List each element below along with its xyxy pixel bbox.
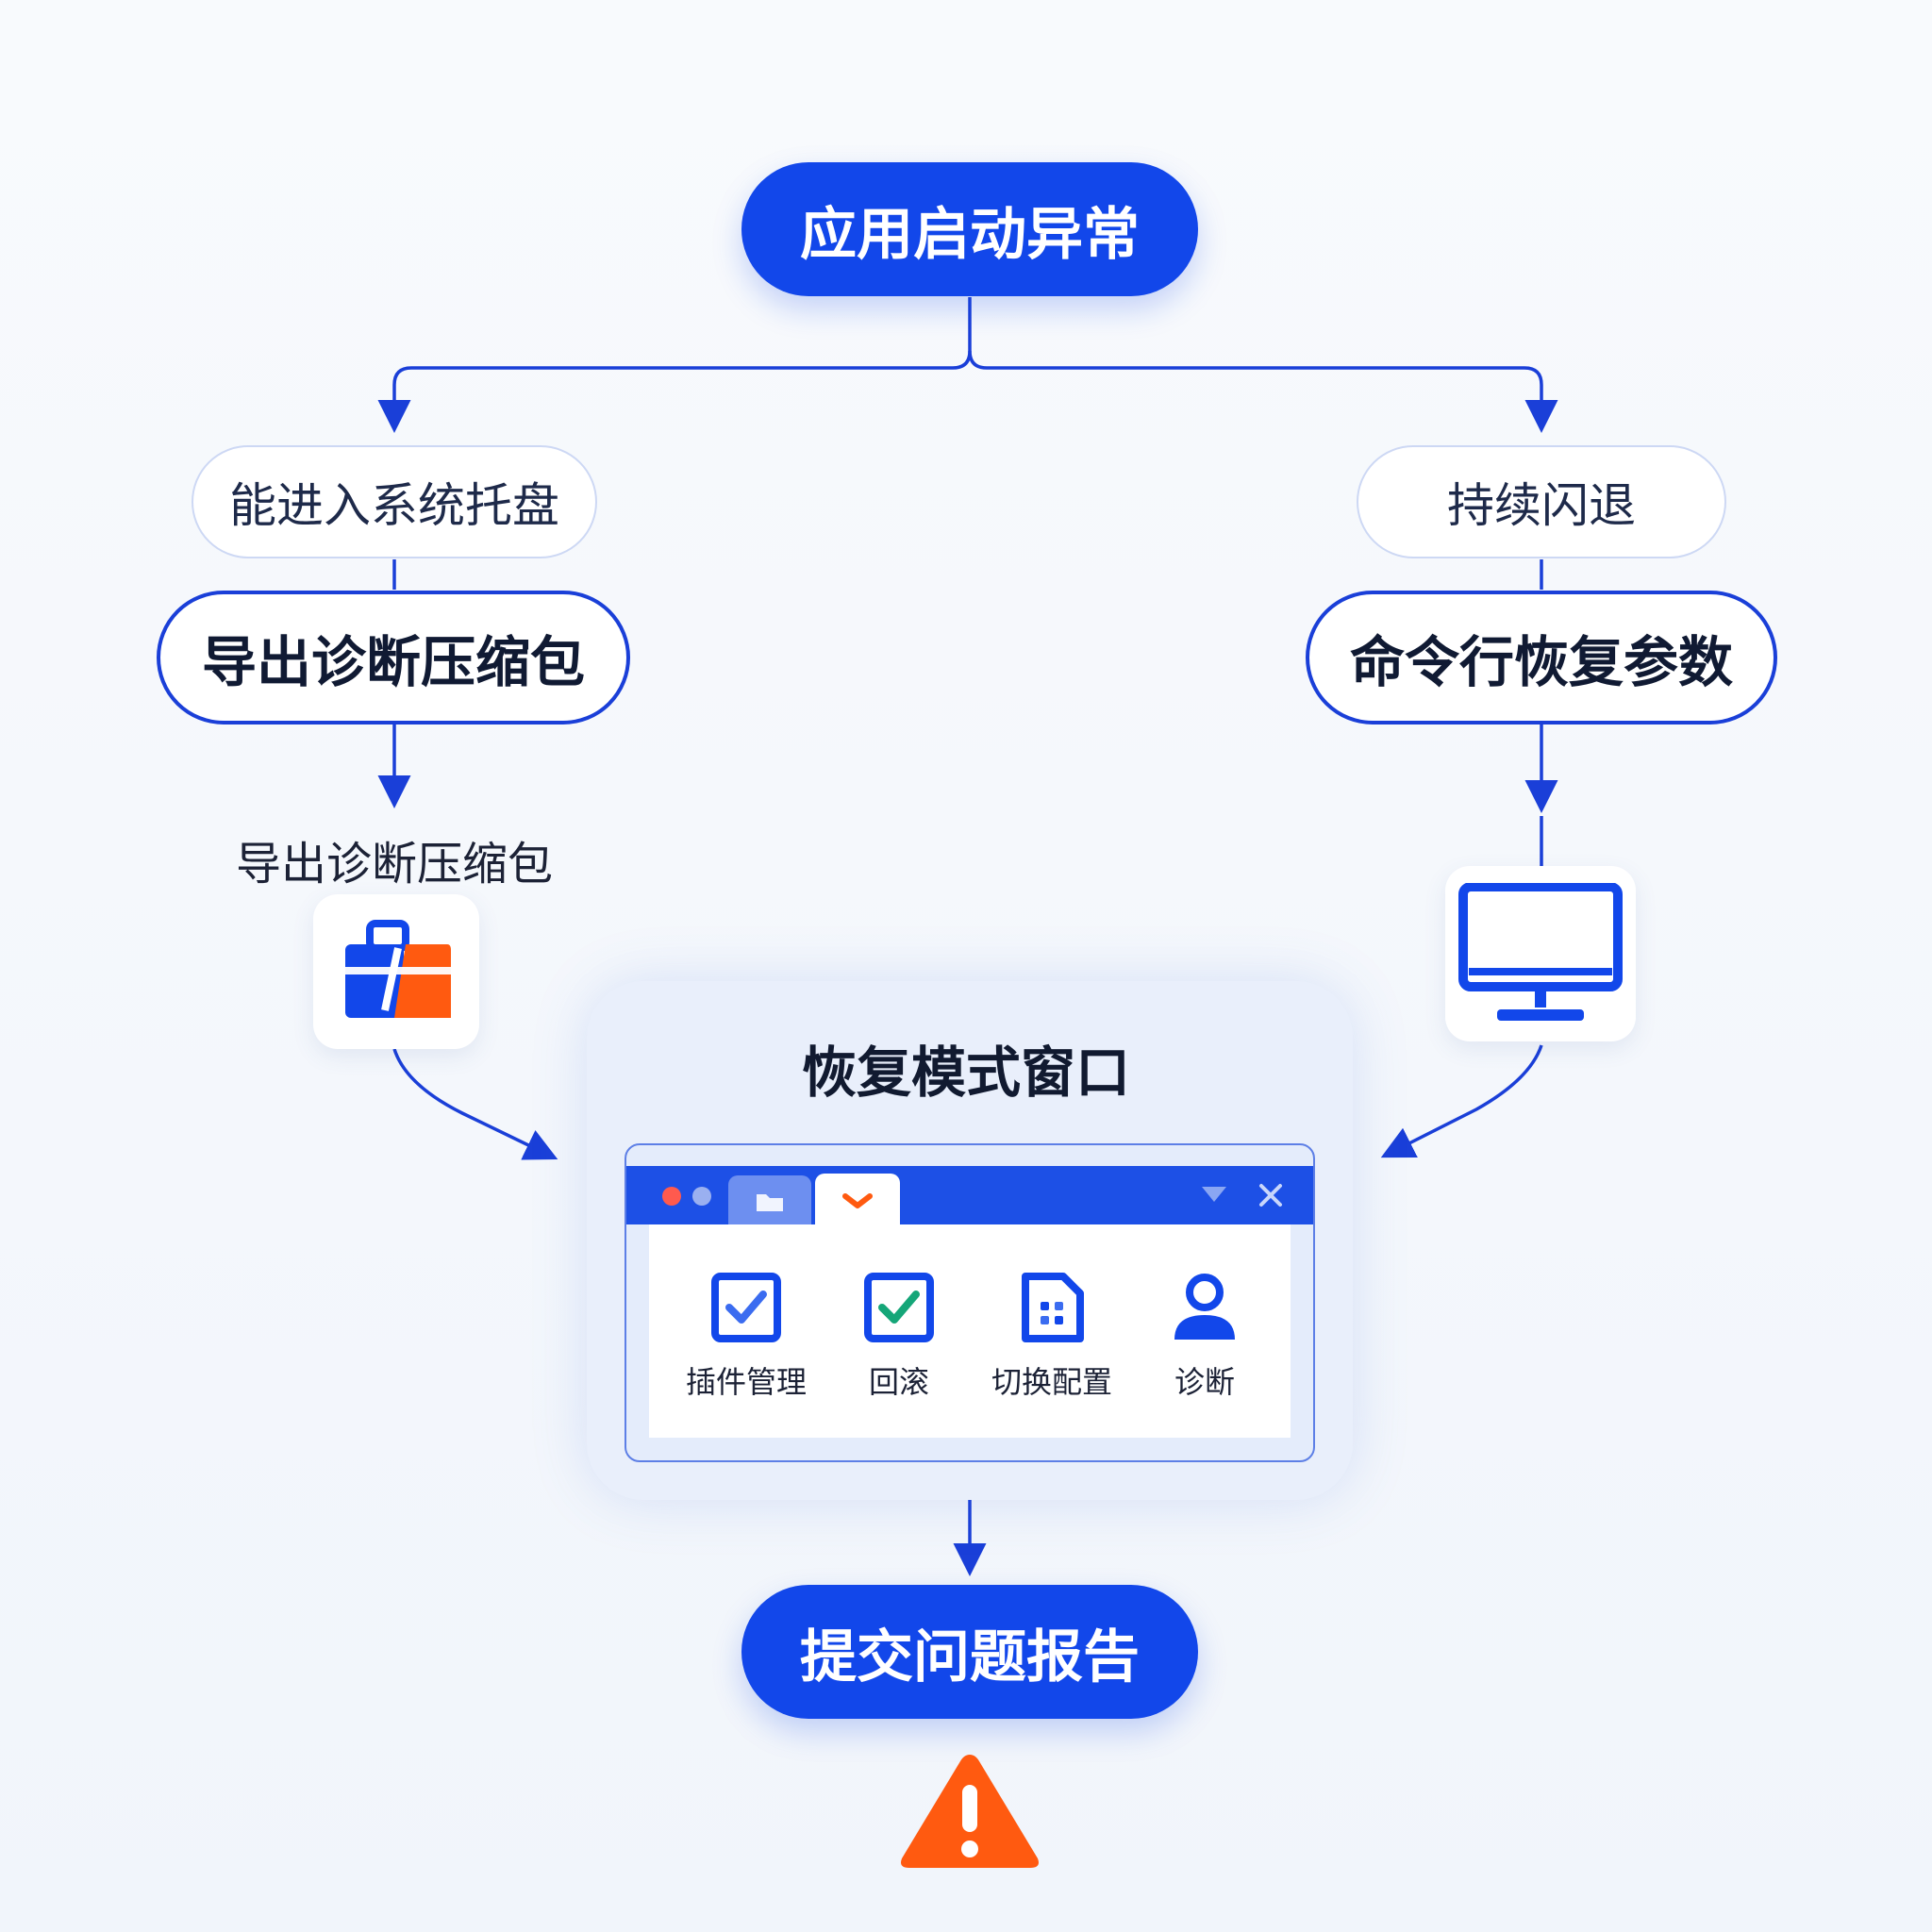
window-close-dot[interactable] <box>662 1187 681 1206</box>
connector-left-tile <box>392 1048 558 1160</box>
user-icon <box>1174 1274 1235 1340</box>
checkbox-icon <box>711 1273 781 1342</box>
recovery-panel-title: 恢复模式窗口 <box>801 1041 1130 1105</box>
tool-label: 回滚 <box>868 1364 929 1400</box>
connector-right-tile <box>1380 1044 1543 1158</box>
left-step-node: 导出诊断压缩包 <box>157 591 630 724</box>
window-content: 插件管理 回滚 切换配置 诊断 <box>649 1224 1291 1438</box>
window-tab-2[interactable] <box>815 1174 900 1226</box>
right-step-node: 命令行恢复参数 <box>1306 591 1777 724</box>
dropdown-icon[interactable] <box>1200 1183 1228 1208</box>
left-branch-node: 能进入系统托盘 <box>192 445 597 558</box>
left-caption: 导出诊断压缩包 <box>235 838 553 891</box>
start-node: 应用启动异常 <box>741 162 1198 296</box>
tool-label: 切换配置 <box>991 1364 1112 1400</box>
tool-plugin-manager[interactable]: 插件管理 <box>675 1272 817 1402</box>
tool-rollback[interactable]: 回滚 <box>828 1272 970 1402</box>
chevron-down-icon <box>842 1193 873 1208</box>
checkmark-icon <box>864 1273 934 1342</box>
monitor-icon <box>1458 883 1623 1021</box>
folder-icon <box>757 1194 783 1211</box>
right-branch-node: 持续闪退 <box>1357 445 1726 558</box>
window-tab-1[interactable] <box>728 1175 811 1224</box>
connector-root-right <box>968 350 1558 433</box>
left-tile <box>313 894 479 1049</box>
close-icon[interactable] <box>1257 1181 1285 1209</box>
end-node: 提交问题报告 <box>741 1585 1198 1719</box>
connector-root <box>377 297 972 433</box>
right-tile <box>1445 866 1636 1041</box>
briefcase-icon <box>345 920 451 1018</box>
tool-diagnose[interactable]: 诊断 <box>1134 1272 1275 1402</box>
config-file-icon <box>1022 1273 1084 1342</box>
window-minimize-dot[interactable] <box>692 1187 711 1206</box>
tool-label: 插件管理 <box>685 1364 807 1400</box>
warning-icon <box>901 1755 1039 1868</box>
tool-switch-config[interactable]: 切换配置 <box>981 1272 1123 1402</box>
window-titlebar <box>626 1166 1313 1226</box>
tool-label: 诊断 <box>1174 1364 1235 1400</box>
recovery-window: 插件管理 回滚 切换配置 诊断 <box>625 1143 1315 1462</box>
